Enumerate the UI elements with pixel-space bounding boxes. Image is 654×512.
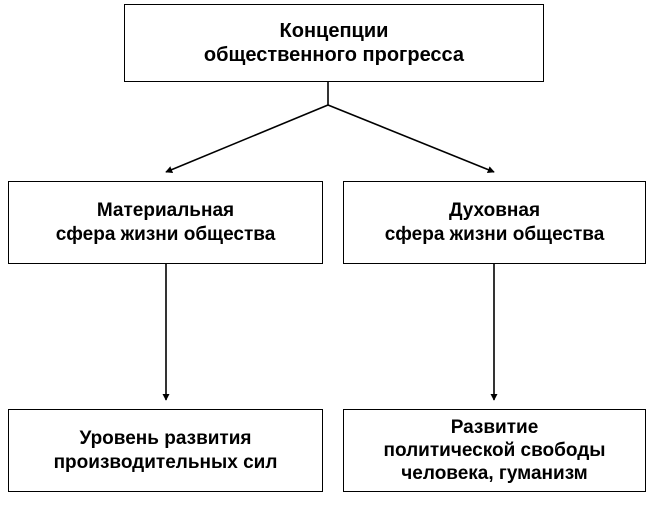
node-root-label: Концепции общественного прогресса <box>203 19 465 66</box>
node-spiritual-sphere-label: Духовная сфера жизни общества <box>384 200 605 245</box>
connector-root-to-material <box>165 82 329 173</box>
node-productive-forces-level: Уровень развития производительных сил <box>8 409 323 492</box>
node-productive-forces-level-label: Уровень развития производительных сил <box>53 428 278 473</box>
node-political-freedom-development: Развитие политической свободы человека, … <box>343 409 646 492</box>
connector-root-to-spiritual <box>327 104 495 174</box>
node-material-sphere-label: Материальная сфера жизни общества <box>55 200 276 245</box>
node-material-sphere: Материальная сфера жизни общества <box>8 181 323 264</box>
node-spiritual-sphere: Духовная сфера жизни общества <box>343 181 646 264</box>
node-root: Концепции общественного прогресса <box>124 4 544 82</box>
node-political-freedom-development-label: Развитие политической свободы человека, … <box>383 416 606 485</box>
